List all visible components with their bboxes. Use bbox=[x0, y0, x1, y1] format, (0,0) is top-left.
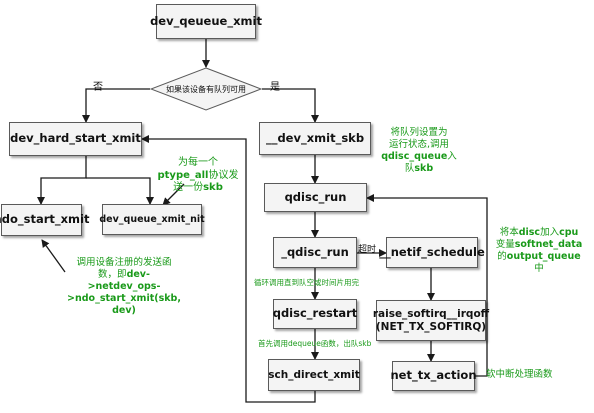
node-qdisc-run: qdisc_run bbox=[264, 183, 367, 212]
note-ptype-line3-pre: 送一份 bbox=[173, 182, 204, 193]
pointer-ptype-note bbox=[162, 183, 185, 206]
note-dequeue-mid: dequeue bbox=[288, 339, 321, 348]
note-loop: 循环调用直到队空或时间片用完 bbox=[254, 278, 359, 287]
node-qdisc-run-label: qdisc_run bbox=[284, 189, 347, 204]
node-dev-xmit-skb: __dev_xmit_skb bbox=[259, 122, 371, 155]
note-softirq: 软中断处理函数 bbox=[486, 369, 553, 380]
node-ndo-start-xmit: ndo_start_xmit bbox=[0, 204, 89, 236]
edge-hard-to-nit bbox=[86, 177, 154, 205]
node-netif-schedule: __netif_schedule bbox=[379, 237, 485, 268]
note-netif-line3-bold: output_queue bbox=[506, 250, 581, 262]
note-netif-line2-bold: softnet_data bbox=[514, 238, 583, 250]
node-dev-hard-start-xmit-label: dev_hard_start_xmit bbox=[10, 131, 141, 146]
edge-tx-loop-to-qdisc-run bbox=[366, 194, 488, 377]
note-queue-line3-rest: 入 bbox=[447, 150, 457, 162]
note-netif-line1-bold: disc bbox=[518, 227, 541, 238]
note-queue-line2: 运行状态,调用 bbox=[388, 138, 450, 150]
note-queue-line3-bold: qdisc_queue bbox=[381, 150, 448, 162]
note-driver-line2-bold: dev- bbox=[126, 268, 150, 280]
node-sch-direct-xmit-label: sch_direct_xmit bbox=[268, 368, 360, 381]
note-driver-line4-bold: >ndo_start_xmit(skb, bbox=[67, 292, 181, 304]
node-qdisc-run-inner-label: _qdisc_run bbox=[281, 244, 349, 259]
node-dev-queue-xmit-nit-label: dev_queue_xmit_nit bbox=[99, 213, 205, 225]
note-driver-line1: 调用设备注册的发送函 bbox=[76, 257, 172, 268]
note-dequeue: 首先调用dequeue函数，出队skb bbox=[258, 339, 388, 348]
note-queue-state: 将队列设置为 运行状态,调用 qdisc_queue入 队skb bbox=[374, 127, 464, 175]
note-driver-line2-pre: 数，即 bbox=[98, 268, 127, 280]
note-driver-call: 调用设备注册的发送函 数，即dev- >netdev_ops- >ndo_sta… bbox=[60, 257, 188, 316]
decision-diamond bbox=[150, 67, 262, 111]
note-queue-line1: 将队列设置为 bbox=[390, 127, 448, 138]
node-qdisc-run-inner: _qdisc_run bbox=[273, 237, 357, 268]
node-raise-softirq: raise_softirq__irqoff (NET_TX_SOFTIRQ) bbox=[372, 300, 490, 341]
note-netif-line1-mid: 加入 bbox=[540, 227, 560, 238]
node-raise-softirq-line2: (NET_TX_SOFTIRQ) bbox=[375, 320, 487, 333]
edge-sch-loop-to-hard bbox=[141, 135, 316, 403]
edge-decision-no bbox=[82, 88, 150, 123]
note-netif-line3-pre: 的 bbox=[497, 250, 507, 262]
note-dequeue-pre: 首先调用 bbox=[258, 339, 288, 348]
node-dev-queue-xmit: dev_qeueue_xmit bbox=[150, 4, 262, 39]
note-netif-line1-bold2: cpu bbox=[559, 227, 579, 238]
note-queue-line4-bold: skb bbox=[414, 162, 434, 174]
node-qdisc-restart: qdisc_restart bbox=[273, 299, 357, 329]
note-ptype-line3-bold: skb bbox=[203, 182, 223, 193]
note-driver-line5-bold: dev) bbox=[112, 304, 136, 316]
note-dequeue-post: 函数，出队skb bbox=[320, 339, 372, 348]
pointer-driver-note bbox=[41, 239, 66, 273]
note-netif-line2-pre: 变量 bbox=[495, 238, 515, 250]
node-dev-queue-xmit-nit: dev_queue_xmit_nit bbox=[99, 204, 205, 235]
note-queue-line4-pre: 队 bbox=[404, 162, 415, 174]
node-dev-queue-xmit-label: dev_qeueue_xmit bbox=[150, 13, 262, 28]
node-ndo-start-xmit-label: ndo_start_xmit bbox=[0, 212, 90, 227]
note-netif-line4: 中 bbox=[534, 262, 544, 274]
label-no: 否 bbox=[93, 82, 103, 93]
node-netif-schedule-label: __netif_schedule bbox=[379, 244, 485, 259]
note-ptype-line1: 为每一个 bbox=[178, 157, 218, 168]
node-qdisc-restart-label: qdisc_restart bbox=[272, 306, 358, 321]
note-ptype-all: 为每一个 ptype_all协议发 送一份skb bbox=[148, 157, 248, 195]
label-timeout: 超时 bbox=[358, 245, 377, 255]
note-netif-line1-pre: 将本 bbox=[499, 227, 519, 238]
node-net-tx-action: net_tx_action bbox=[390, 361, 477, 391]
note-driver-line3-bold: >netdev_ops- bbox=[87, 280, 161, 292]
edge-decision-yes bbox=[262, 88, 319, 123]
node-dev-xmit-skb-label: __dev_xmit_skb bbox=[265, 130, 365, 145]
node-net-tx-action-label: net_tx_action bbox=[390, 368, 477, 383]
label-yes: 是 bbox=[270, 82, 280, 93]
note-ptype-line2-rest: 协议发 bbox=[208, 169, 239, 181]
edge-hard-to-ndo bbox=[37, 156, 87, 205]
node-raise-softirq-line1: raise_softirq__irqoff bbox=[372, 307, 490, 320]
decision-label: 如果该设备有队列可用 bbox=[166, 84, 246, 94]
node-sch-direct-xmit: sch_direct_xmit bbox=[268, 359, 360, 391]
note-ptype-line2-bold: ptype_all bbox=[157, 169, 209, 181]
node-dev-hard-start-xmit: dev_hard_start_xmit bbox=[9, 122, 142, 156]
note-netif-schedule: 将本disc加入cpu 变量softnet_data 的output_queue… bbox=[488, 227, 590, 275]
